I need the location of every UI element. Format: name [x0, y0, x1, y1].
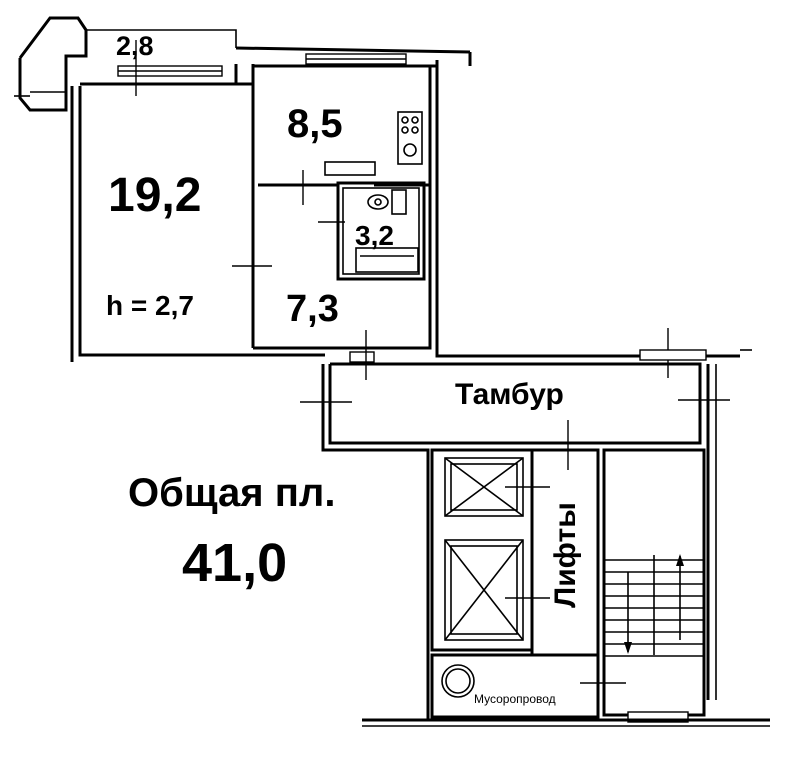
apartment-walls: [70, 46, 472, 362]
living-room-area-label: 19,2: [108, 169, 202, 222]
garbage-chute-room: [430, 653, 600, 719]
bottom-wall: [362, 718, 770, 727]
bathtub-icon: [355, 247, 419, 273]
sink-icon: [324, 161, 376, 176]
vestibule-label: Тамбур: [455, 378, 564, 411]
stove-icon: [397, 111, 423, 165]
kitchen-fixtures: [324, 111, 423, 176]
garbage-chute-label: Мусоропровод: [474, 692, 556, 706]
bathroom-walls: [336, 181, 426, 281]
loggia: [14, 16, 237, 112]
lift-shafts: [430, 448, 600, 657]
loggia-area-label: 2,8: [116, 31, 154, 61]
kitchen-area-label: 8,5: [287, 102, 343, 146]
vestibule-walls: [321, 348, 752, 720]
bathroom-area-label: 3,2: [355, 220, 394, 251]
elevator-icon: [444, 539, 524, 641]
ceiling-height-label: h = 2,7: [106, 290, 194, 321]
total-area-value: 41,0: [182, 533, 288, 593]
stairwell: [580, 448, 706, 723]
door-marks: [135, 40, 730, 470]
garbage-chute-icon: [441, 664, 475, 698]
windows: [117, 53, 407, 363]
stair-arrow-down-icon: [624, 572, 632, 654]
toilet-icon: [367, 189, 407, 215]
lifts-label: Лифты: [549, 502, 582, 608]
stair-arrow-up-icon: [676, 554, 684, 640]
total-area-caption: Общая пл.: [128, 471, 336, 515]
hall-area-label: 7,3: [286, 288, 339, 330]
